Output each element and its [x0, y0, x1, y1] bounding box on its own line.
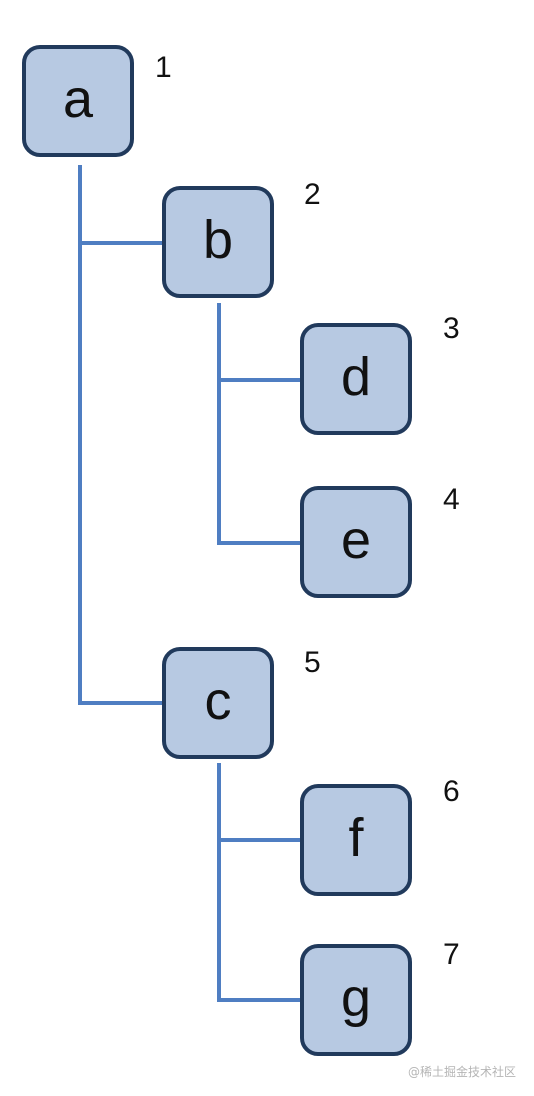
edge-c-g: [217, 840, 300, 1002]
order-number: 4: [443, 483, 460, 516]
order-number: 5: [304, 646, 321, 679]
edge-b-d: [217, 303, 300, 382]
edge-b-e: [217, 380, 300, 545]
node-label: d: [340, 347, 372, 407]
node-label: f: [348, 808, 364, 868]
tree-node-a: a: [22, 45, 134, 157]
order-number: 6: [443, 775, 460, 808]
watermark: @稀土掘金技术社区: [407, 1065, 516, 1079]
node-label: e: [340, 510, 372, 570]
edge-c-f: [217, 763, 300, 842]
order-number: 7: [443, 938, 460, 971]
tree-node-f: f: [300, 784, 412, 896]
node-label: c: [204, 671, 232, 731]
tree-node-c: c: [162, 647, 274, 759]
order-number: 1: [155, 51, 172, 84]
tree-node-g: g: [300, 944, 412, 1056]
node-label: a: [62, 69, 94, 129]
tree-node-d: d: [300, 323, 412, 435]
order-number: 3: [443, 312, 460, 345]
node-label: b: [202, 210, 234, 270]
edge-a-c: [78, 243, 163, 705]
order-number: 2: [304, 178, 321, 211]
tree-node-e: e: [300, 486, 412, 598]
edge-a-b: [78, 165, 163, 245]
tree-node-b: b: [162, 186, 274, 298]
node-label: g: [340, 968, 372, 1028]
